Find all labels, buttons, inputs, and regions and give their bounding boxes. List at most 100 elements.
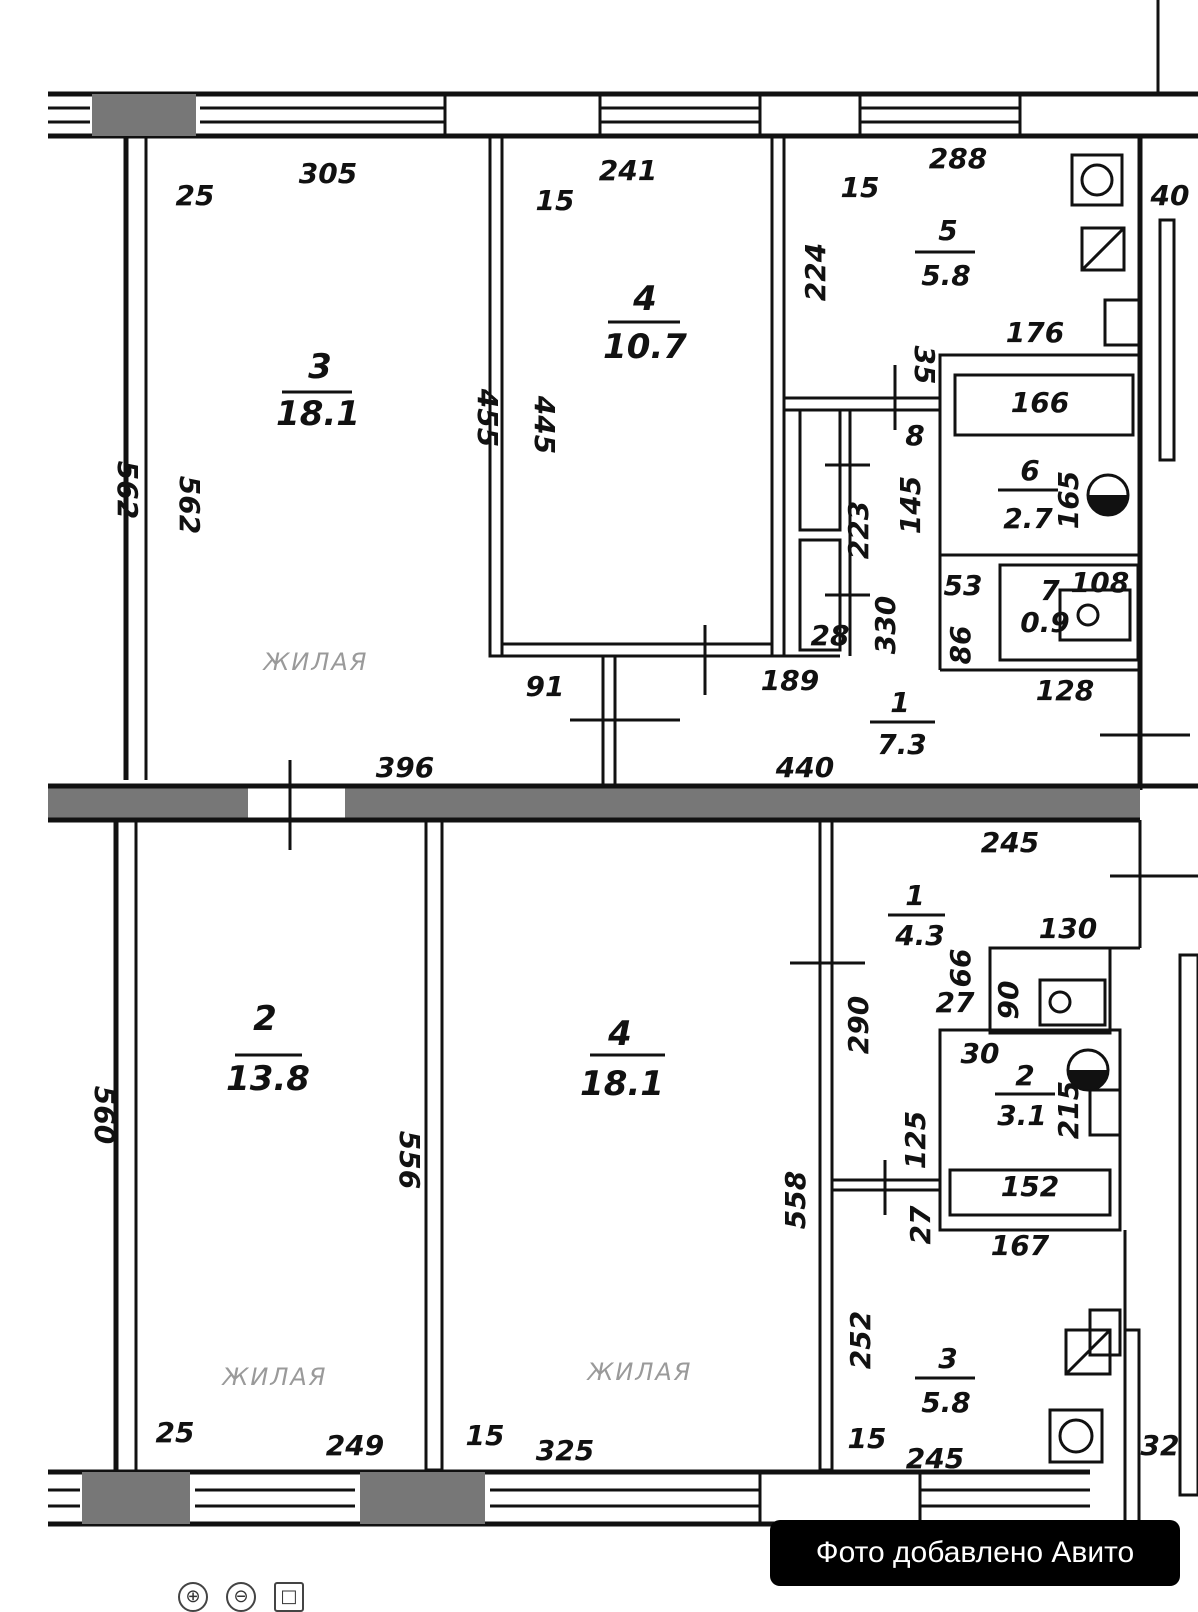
svg-text:290: 290 [842, 996, 875, 1054]
room-type-label: ЖИЛАЯ [221, 1363, 328, 1391]
svg-text:224: 224 [799, 243, 832, 301]
upper-room-4-label: 4 10.7 [603, 279, 687, 367]
svg-text:2: 2 [253, 999, 277, 1039]
svg-text:18.1: 18.1 [276, 394, 360, 434]
svg-text:5.8: 5.8 [921, 259, 971, 292]
door-marks [570, 365, 1198, 1215]
svg-text:91: 91 [526, 670, 565, 703]
svg-text:108: 108 [1071, 566, 1129, 599]
sink-fixture [1088, 1088, 1122, 1137]
svg-text:305: 305 [299, 157, 357, 190]
svg-text:166: 166 [1011, 386, 1069, 419]
svg-text:223: 223 [842, 501, 875, 559]
svg-text:0.9: 0.9 [1020, 606, 1070, 639]
svg-text:445: 445 [528, 395, 561, 454]
watermark-text: Фото добавлено Авито [815, 1536, 1135, 1569]
svg-text:3: 3 [938, 1342, 957, 1375]
lower-room-3-label: 3 5.8 [915, 1342, 975, 1419]
svg-text:145: 145 [894, 476, 927, 534]
boiler-icon [1066, 1048, 1110, 1092]
svg-text:7: 7 [1040, 574, 1060, 607]
middle-dividing-wall [48, 760, 1198, 850]
svg-text:3.1: 3.1 [997, 1099, 1047, 1132]
svg-text:562: 562 [173, 476, 206, 534]
svg-text:27: 27 [936, 986, 975, 1019]
svg-text:66: 66 [944, 949, 977, 988]
svg-text:440: 440 [775, 751, 834, 784]
svg-text:330: 330 [869, 596, 902, 654]
lower-room-4-label: 4 18.1 [580, 1014, 665, 1104]
avito-watermark-badge: Фото добавлено Авито [770, 1520, 1180, 1586]
upper-unit-walls [123, 134, 1176, 790]
svg-text:167: 167 [991, 1229, 1050, 1262]
upper-room-6-label: 6 2.7 [998, 454, 1058, 535]
svg-text:15: 15 [841, 171, 880, 204]
svg-text:128: 128 [1036, 674, 1094, 707]
svg-text:28: 28 [811, 619, 850, 652]
svg-text:90: 90 [992, 981, 1025, 1020]
fullscreen-icon[interactable]: □ [274, 1582, 304, 1612]
svg-text:241: 241 [599, 154, 657, 187]
sink-fixture [1103, 298, 1142, 347]
room-type-label: ЖИЛАЯ [586, 1358, 693, 1386]
lower-room-2-label: 2 13.8 [226, 999, 310, 1099]
svg-text:288: 288 [929, 142, 987, 175]
zoom-toolbar: ⊕ ⊖ □ [178, 1582, 304, 1612]
svg-text:53: 53 [944, 569, 983, 602]
svg-text:325: 325 [536, 1434, 594, 1467]
svg-text:165: 165 [1052, 471, 1085, 529]
svg-text:6: 6 [1020, 454, 1039, 487]
toilet-icon [1058, 588, 1132, 642]
zoom-out-icon[interactable]: ⊖ [226, 1582, 256, 1612]
svg-text:396: 396 [376, 751, 434, 784]
svg-text:8: 8 [905, 419, 924, 452]
svg-text:176: 176 [1006, 316, 1064, 349]
upper-room-1-label: 1 7.3 [870, 686, 935, 761]
svg-text:130: 130 [1039, 912, 1097, 945]
lower-room-2-bath-label: 2 3.1 [995, 1059, 1055, 1132]
svg-text:245: 245 [981, 826, 1039, 859]
svg-text:2.7: 2.7 [1003, 502, 1053, 535]
svg-text:189: 189 [761, 664, 819, 697]
svg-text:10.7: 10.7 [603, 327, 687, 367]
svg-text:252: 252 [844, 1311, 877, 1369]
svg-text:455: 455 [471, 388, 504, 447]
svg-text:5: 5 [938, 214, 957, 247]
svg-text:125: 125 [899, 1111, 932, 1169]
svg-text:4: 4 [607, 1014, 632, 1054]
svg-text:562: 562 [111, 461, 144, 519]
lower-dimensions: 245 130 66 27 90 30 290 215 125 560 556 … [88, 826, 1179, 1475]
svg-text:3: 3 [308, 347, 332, 387]
svg-text:40: 40 [1150, 179, 1190, 212]
svg-text:25: 25 [176, 179, 215, 212]
svg-text:30: 30 [961, 1037, 1000, 1070]
room-type-label: ЖИЛАЯ [262, 648, 369, 676]
svg-text:32: 32 [1141, 1429, 1180, 1462]
cabinet-icon [1064, 1328, 1112, 1376]
svg-text:15: 15 [848, 1422, 887, 1455]
svg-text:556: 556 [393, 1131, 426, 1189]
svg-text:558: 558 [779, 1171, 812, 1229]
svg-text:15: 15 [466, 1419, 505, 1452]
stove-icon [1070, 153, 1124, 207]
svg-text:2: 2 [1015, 1059, 1034, 1092]
svg-text:245: 245 [906, 1442, 964, 1475]
svg-text:1: 1 [905, 879, 924, 912]
upper-facade-wall [48, 0, 1198, 139]
svg-text:86: 86 [944, 626, 977, 665]
upper-dimensions: 305 241 288 25 15 15 562 562 455 445 224… [111, 142, 1189, 784]
cabinet-icon [1080, 226, 1126, 272]
svg-text:7.3: 7.3 [877, 728, 927, 761]
svg-text:35: 35 [908, 346, 941, 385]
stove-icon [1048, 1408, 1104, 1464]
svg-text:13.8: 13.8 [226, 1059, 310, 1099]
svg-text:4.3: 4.3 [894, 919, 945, 952]
lower-facade-wall [48, 1469, 1090, 1527]
boiler-icon [1086, 473, 1130, 517]
zoom-in-icon[interactable]: ⊕ [178, 1582, 208, 1612]
svg-text:249: 249 [326, 1429, 384, 1462]
wall-pier [92, 94, 196, 136]
svg-text:4: 4 [632, 279, 657, 319]
svg-text:15: 15 [536, 184, 575, 217]
